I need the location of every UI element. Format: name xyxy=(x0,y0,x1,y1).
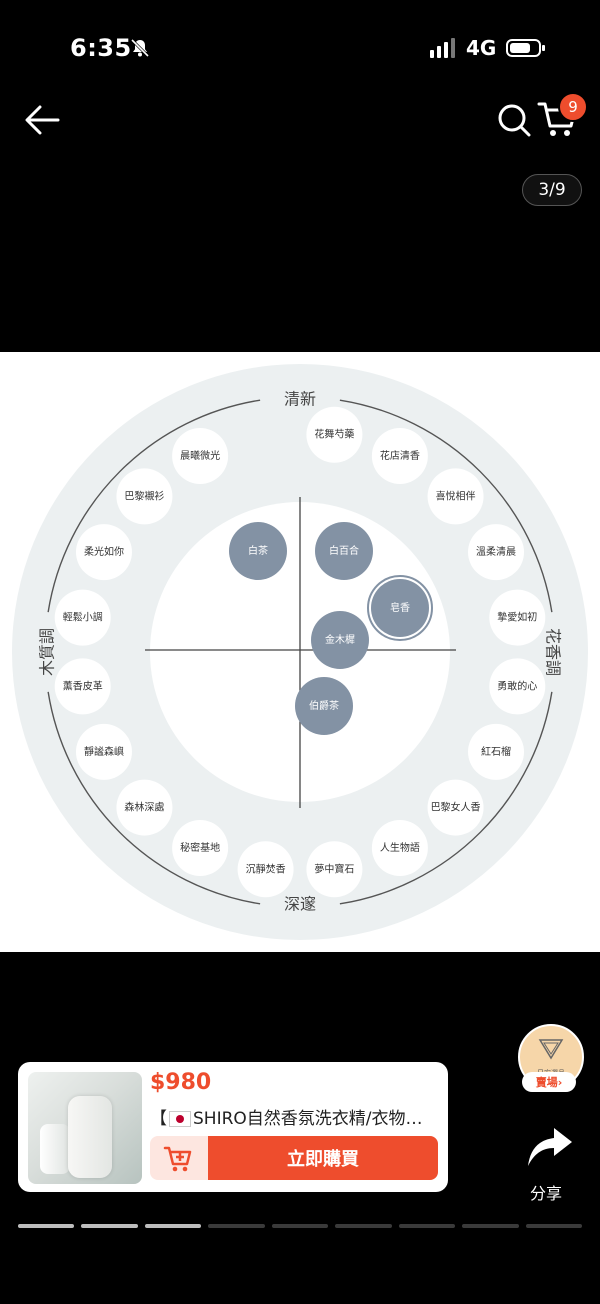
scent-label: 森林深處 xyxy=(124,801,164,814)
scent-circle xyxy=(468,524,525,581)
product-thumbnail[interactable] xyxy=(28,1072,142,1184)
pager-dot xyxy=(462,1224,519,1228)
scent-circle xyxy=(371,427,428,484)
scent-circle-highlight xyxy=(311,611,369,669)
scent-circle xyxy=(172,427,229,484)
scent-circle xyxy=(54,658,111,715)
scent-label: 人生物語 xyxy=(380,841,420,854)
scent-label-highlight: 伯爵茶 xyxy=(309,699,339,712)
scent-circle xyxy=(427,779,484,836)
scent-label: 勇敢的心 xyxy=(497,679,537,692)
back-arrow-icon[interactable] xyxy=(22,100,62,140)
scent-circle xyxy=(306,406,363,463)
pager-dot xyxy=(144,1224,202,1228)
scent-circle xyxy=(489,589,546,646)
scent-label: 花舞芍藥 xyxy=(314,428,354,441)
scent-circle xyxy=(489,658,546,715)
scent-label: 巴黎襯衫 xyxy=(124,489,164,502)
scent-label: 摯愛如初 xyxy=(497,611,537,624)
share-icon[interactable] xyxy=(524,1124,576,1172)
product-title[interactable]: 【 SHIRO自然香氛洗衣精/衣物柔軟精 xyxy=(150,1104,438,1129)
axis-label-left: 木質調 xyxy=(38,628,57,676)
pager-dot xyxy=(398,1224,456,1228)
bell-off-icon xyxy=(130,38,150,58)
scent-label: 秘密基地 xyxy=(180,841,220,854)
product-price: $980 xyxy=(150,1070,212,1095)
image-pager xyxy=(18,1224,582,1228)
scent-circle-highlight xyxy=(371,579,429,637)
scent-circle xyxy=(116,779,173,836)
network-type: 4G xyxy=(466,36,497,60)
scent-circle xyxy=(237,841,294,898)
wheel-arc xyxy=(339,399,553,613)
add-to-cart-button[interactable] xyxy=(150,1136,208,1180)
pager-dot xyxy=(525,1224,582,1228)
pager-dot xyxy=(335,1224,392,1228)
scent-label: 柔光如你 xyxy=(84,545,124,558)
scent-circle-highlight xyxy=(229,522,287,580)
pager-dot xyxy=(18,1224,75,1228)
scent-circle xyxy=(172,820,229,877)
add-cart-icon xyxy=(163,1146,192,1172)
axis-label-top: 清新 xyxy=(284,390,316,409)
scent-label-highlight: 白百合 xyxy=(329,544,359,557)
store-button[interactable]: 賣場 › xyxy=(522,1072,576,1092)
image-counter: 3/9 xyxy=(522,174,582,206)
buy-now-button[interactable]: 立即購買 xyxy=(208,1136,438,1180)
scent-label: 巴黎女人香 xyxy=(431,801,481,814)
scent-circle xyxy=(116,468,173,525)
scent-label-highlight: 皂香 xyxy=(390,601,410,614)
japan-flag-icon xyxy=(169,1111,191,1127)
share-label: 分享 xyxy=(530,1184,563,1203)
scent-label: 紅石榴 xyxy=(481,745,511,758)
pager-dot xyxy=(208,1224,265,1228)
axis-label-right: 花香調 xyxy=(544,628,563,676)
status-time: 6:35 xyxy=(70,34,132,62)
store-logo-icon xyxy=(538,1039,564,1060)
battery-icon xyxy=(506,39,545,57)
scent-circle xyxy=(371,820,428,877)
cart-count-badge: 9 xyxy=(558,92,588,122)
pager-dot xyxy=(81,1224,138,1228)
wheel-arc xyxy=(339,691,553,905)
chevron-right-icon: › xyxy=(557,1075,563,1089)
wheel-arc xyxy=(47,399,261,613)
scent-label-highlight: 金木樨 xyxy=(325,633,355,646)
product-image[interactable]: 清新深邃 木質調 花香調 花舞芍藥花店清香喜悅相伴溫柔清晨摯愛如初勇敢的心紅石榴巴黎女… xyxy=(0,352,600,952)
scent-circle-highlight xyxy=(315,522,373,580)
scent-label: 晨曦微光 xyxy=(180,449,220,462)
scent-label: 輕鬆小調 xyxy=(63,611,103,624)
scent-label: 靜謐森嶼 xyxy=(84,745,124,758)
scent-circle xyxy=(427,468,484,525)
scent-circle-highlight xyxy=(295,677,353,735)
scent-circle xyxy=(54,589,111,646)
axis-label-bottom: 深邃 xyxy=(284,895,316,914)
scent-circle xyxy=(75,524,132,581)
scent-label: 花店清香 xyxy=(380,449,420,462)
pager-dot xyxy=(271,1224,329,1228)
title-bracket: 【 xyxy=(150,1109,167,1129)
scent-label: 夢中寶石 xyxy=(314,862,354,875)
store-button-label: 賣場 xyxy=(535,1076,558,1089)
signal-icon xyxy=(430,38,455,58)
scent-label: 溫柔清晨 xyxy=(476,545,516,558)
title-text: SHIRO自然香氛洗衣精/衣物柔軟精 xyxy=(193,1109,438,1129)
scent-label-highlight: 白茶 xyxy=(248,544,268,557)
search-icon[interactable] xyxy=(494,100,534,140)
wheel-arc xyxy=(47,691,261,905)
scent-circle xyxy=(75,723,132,780)
scent-circle xyxy=(306,841,363,898)
scent-label: 薰香皮革 xyxy=(63,679,103,692)
scent-label: 沉靜焚香 xyxy=(246,862,286,875)
scent-label: 喜悅相伴 xyxy=(436,489,476,502)
scent-circle xyxy=(468,723,525,780)
product-card[interactable]: $980 【 SHIRO自然香氛洗衣精/衣物柔軟精 立即購買 xyxy=(18,1062,448,1192)
